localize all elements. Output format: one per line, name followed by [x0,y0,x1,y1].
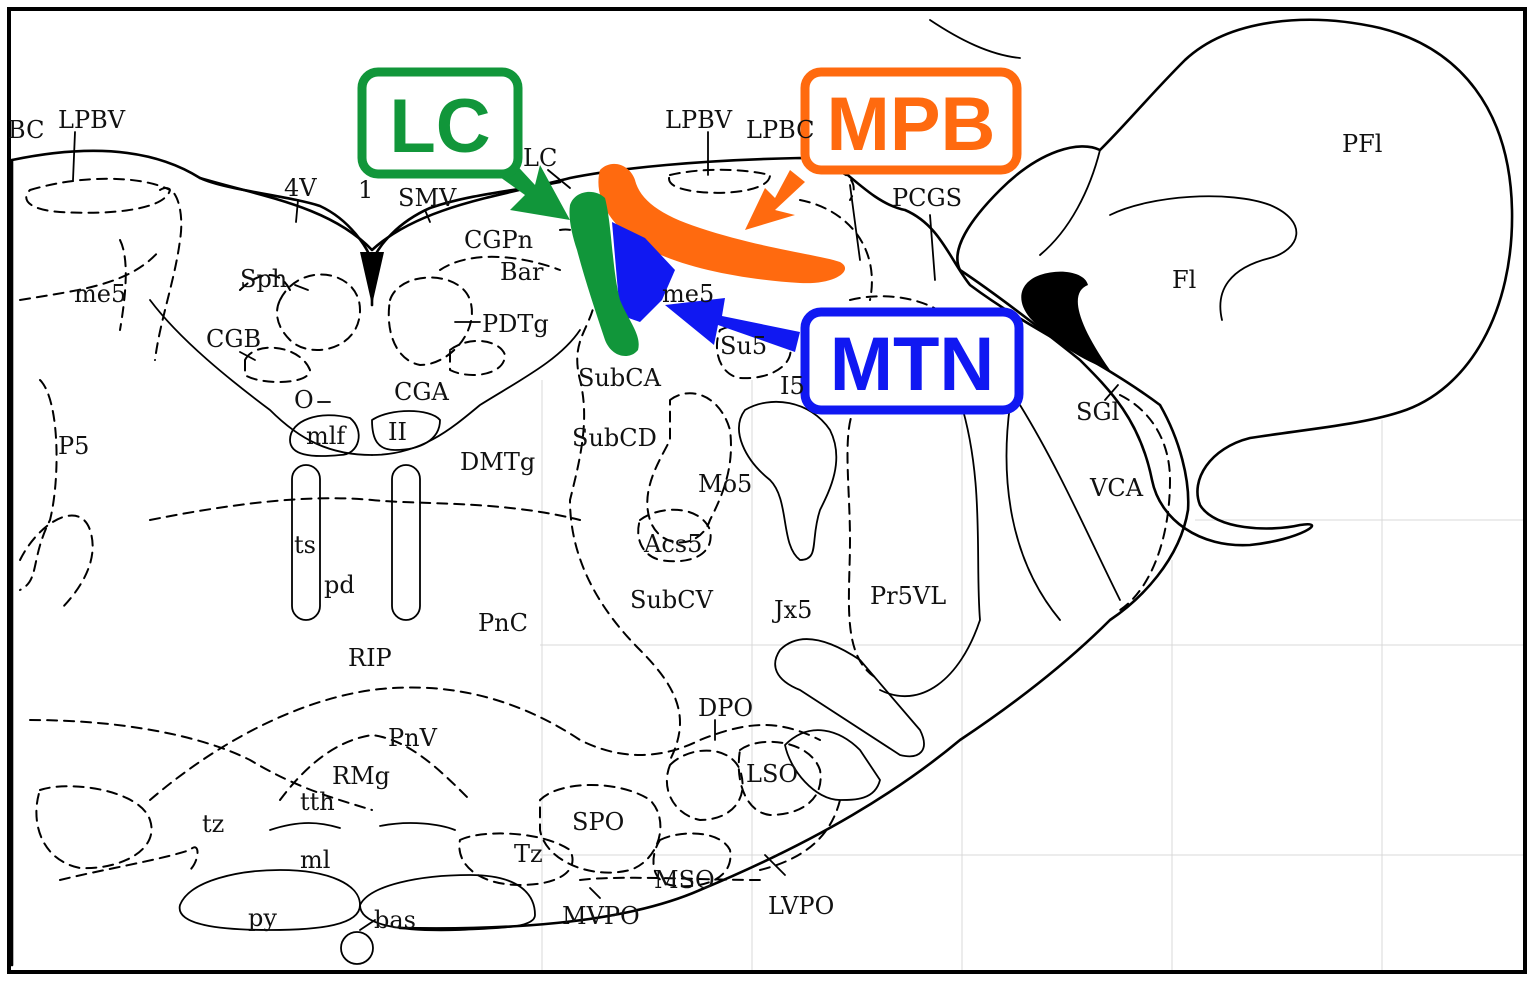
label-cgb: CGB [206,325,261,353]
label-jx5: Jx5 [771,596,812,624]
label-tz-upper: Tz [514,840,543,868]
label-i5: I5 [780,372,805,400]
label-dmtg: DMTg [460,448,535,476]
label-pcgs: PCGS [892,184,962,212]
label-pdtg: PDTg [482,310,549,338]
label-fl: Fl [1172,266,1196,294]
label-tth: tth [300,788,335,816]
label-ml: ml [300,846,330,874]
label-vca: VCA [1089,474,1144,502]
structure-labels: BC LPBV me5 P5 4V 1 SMV CGPn Bar LC Sph … [8,106,1382,934]
label-sph: Sph [240,265,287,293]
mtn-callout-text: MTN [830,322,995,407]
label-o: O [294,386,314,414]
label-pnv: PnV [388,724,438,752]
label-ts: ts [294,531,316,559]
label-lpbv-left: LPBV [58,106,126,134]
mpb-callout-box [800,67,1022,175]
callout-lc: LC [357,67,523,179]
label-4v: 4V [284,174,317,202]
label-subca: SubCA [578,364,662,392]
mtn-region [612,222,675,322]
label-rip: RIP [348,644,392,672]
label-lvpo: LVPO [768,892,834,920]
lc-callout-text: LC [389,84,490,169]
brainstem-outlines [10,149,1190,967]
label-dpo: DPO [698,694,753,722]
label-sgl: SGl [1076,398,1119,426]
label-mo5: Mo5 [698,470,752,498]
label-lso: LSO [746,760,798,788]
label-mlf: mlf [306,422,347,450]
label-cga: CGA [394,378,450,406]
label-ii: II [388,418,407,446]
callout-mtn: MTN [800,307,1024,415]
label-bas: bas [374,906,416,934]
label-smv: SMV [398,184,457,212]
lc-region [569,191,639,356]
label-pfl: PFl [1342,130,1382,158]
lc-callout-box [357,67,523,179]
label-subcd: SubCD [572,424,657,452]
label-acs5: Acs5 [643,530,702,558]
label-cgpn: CGPn [464,226,533,254]
label-me5-right: me5 [662,280,714,308]
label-tz-lower: tz [202,810,224,838]
background-grid [540,380,1525,972]
label-rmg: RMg [332,762,390,790]
mtn-callout-box [800,307,1024,415]
label-1: 1 [358,176,373,204]
label-su5: Su5 [720,332,767,360]
label-pr5vl: Pr5VL [870,582,946,610]
callout-mpb: MPB [800,67,1022,175]
label-bc: BC [8,116,44,144]
label-me5-left: me5 [74,280,126,308]
label-py: py [248,904,277,932]
label-lc-small: LC [523,144,557,172]
label-pnc: PnC [478,609,528,637]
mpb-arrow [745,170,805,230]
image-frame [7,7,1527,974]
mtn-arrow [665,298,800,352]
label-p5: P5 [58,432,89,460]
mpb-callout-text: MPB [827,82,996,167]
label-leaders [72,131,1119,931]
label-lpbc: LPBC [746,116,815,144]
label-spo: SPO [572,808,624,836]
label-pd: pd [324,571,355,599]
label-bar: Bar [500,258,544,286]
label-mso: MSO [654,866,715,894]
label-mvpo: MVPO [562,902,640,930]
cerebellum-outlines [929,18,1514,547]
mpb-region [598,163,846,284]
highlighted-regions [569,163,846,356]
label-subcv: SubCV [630,586,714,614]
cerebellar-dark-region [1021,271,1110,370]
label-lpbv-right: LPBV [665,106,733,134]
